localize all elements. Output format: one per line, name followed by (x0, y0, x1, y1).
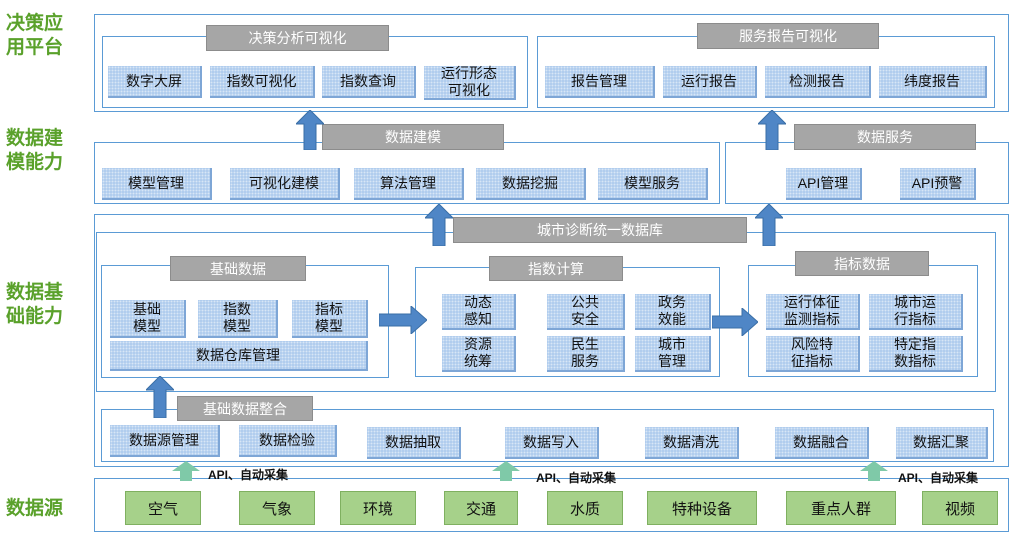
data-service-title: 数据服务 (794, 124, 976, 150)
arrow-up-icon (146, 376, 174, 418)
index-calc-item[interactable]: 民生 服务 (547, 336, 625, 372)
decision-viz-item[interactable]: 运行形态 可视化 (424, 65, 516, 100)
decision-viz-title: 决策分析可视化 (206, 25, 389, 51)
data-modeling-item[interactable]: 可视化建模 (230, 168, 340, 200)
layer-label-modeling: 数据建 模能力 (6, 128, 64, 173)
source-item[interactable]: 空气 (125, 491, 201, 525)
index-calc-item[interactable]: 资源 统筹 (442, 336, 516, 372)
layer-label-foundation: 数据基 础能力 (6, 282, 64, 327)
source-item[interactable]: 视频 (922, 491, 998, 525)
basic-data-item[interactable]: 指标 模型 (292, 300, 368, 338)
integration-item[interactable]: 数据源管理 (110, 425, 220, 457)
indicator-data-item[interactable]: 特定指 数指标 (869, 336, 963, 372)
index-calc-item[interactable]: 动态 感知 (442, 294, 516, 330)
arrow-up-icon (758, 110, 786, 150)
source-item[interactable]: 水质 (547, 491, 623, 525)
integration-item[interactable]: 数据写入 (505, 427, 599, 459)
service-report-item[interactable]: 纬度报告 (879, 66, 987, 98)
integration-item[interactable]: 数据汇聚 (896, 427, 988, 459)
data-modeling-item[interactable]: 模型服务 (598, 168, 708, 200)
index-calc-title: 指数计算 (489, 256, 623, 281)
indicator-data-title: 指标数据 (795, 251, 929, 276)
api-label: API、自动采集 (898, 471, 979, 485)
source-item[interactable]: 特种设备 (647, 491, 757, 525)
arrow-up-icon (425, 204, 453, 246)
indicator-data-item[interactable]: 城市运 行指标 (869, 294, 963, 330)
data-modeling-title: 数据建模 (322, 124, 504, 150)
arrow-up-green-icon (492, 461, 520, 481)
layer-label-decision: 决策应 用平台 (6, 13, 64, 58)
decision-viz-item[interactable]: 数字大屏 (108, 66, 202, 98)
basic-data-item[interactable]: 基础 模型 (110, 300, 186, 338)
index-calc-item[interactable]: 公共 安全 (547, 294, 625, 330)
service-report-title: 服务报告可视化 (697, 23, 879, 49)
index-calc-item[interactable]: 城市 管理 (635, 336, 711, 372)
decision-viz-item[interactable]: 指数查询 (322, 66, 416, 98)
service-report-item[interactable]: 检测报告 (765, 66, 871, 98)
basic-data-item[interactable]: 指数 模型 (198, 300, 278, 338)
city-database-title: 城市诊断统一数据库 (453, 217, 747, 243)
arrow-up-green-icon (172, 461, 200, 481)
data-service-item[interactable]: API管理 (786, 168, 862, 200)
decision-viz-item[interactable]: 指数可视化 (210, 66, 315, 98)
service-report-item[interactable]: 运行报告 (663, 66, 757, 98)
source-item[interactable]: 环境 (340, 491, 416, 525)
integration-item[interactable]: 数据检验 (239, 425, 337, 457)
data-modeling-item[interactable]: 数据挖掘 (476, 168, 586, 200)
arrow-right-icon (379, 306, 427, 334)
data-service-item[interactable]: API预警 (900, 168, 976, 200)
integration-title: 基础数据整合 (177, 396, 313, 421)
source-item[interactable]: 交通 (444, 491, 518, 525)
warehouse-management[interactable]: 数据仓库管理 (110, 341, 368, 371)
integration-item[interactable]: 数据抽取 (367, 427, 461, 459)
arrow-up-green-icon (860, 461, 888, 481)
index-calc-item[interactable]: 政务 效能 (635, 294, 711, 330)
arrow-up-icon (755, 204, 783, 246)
arrow-right-icon (712, 308, 758, 336)
data-modeling-item[interactable]: 模型管理 (102, 168, 212, 200)
arrow-up-icon (296, 110, 324, 150)
integration-item[interactable]: 数据融合 (775, 427, 869, 459)
source-item[interactable]: 气象 (239, 491, 315, 525)
api-label: API、自动采集 (208, 468, 289, 482)
data-modeling-item[interactable]: 算法管理 (354, 168, 464, 200)
api-label: API、自动采集 (536, 471, 617, 485)
service-report-item[interactable]: 报告管理 (545, 66, 655, 98)
integration-item[interactable]: 数据清洗 (645, 427, 739, 459)
source-item[interactable]: 重点人群 (786, 491, 896, 525)
basic-data-title: 基础数据 (170, 256, 306, 281)
indicator-data-item[interactable]: 运行体征 监测指标 (766, 294, 860, 330)
layer-label-source: 数据源 (6, 498, 64, 519)
indicator-data-item[interactable]: 风险特 征指标 (766, 336, 860, 372)
